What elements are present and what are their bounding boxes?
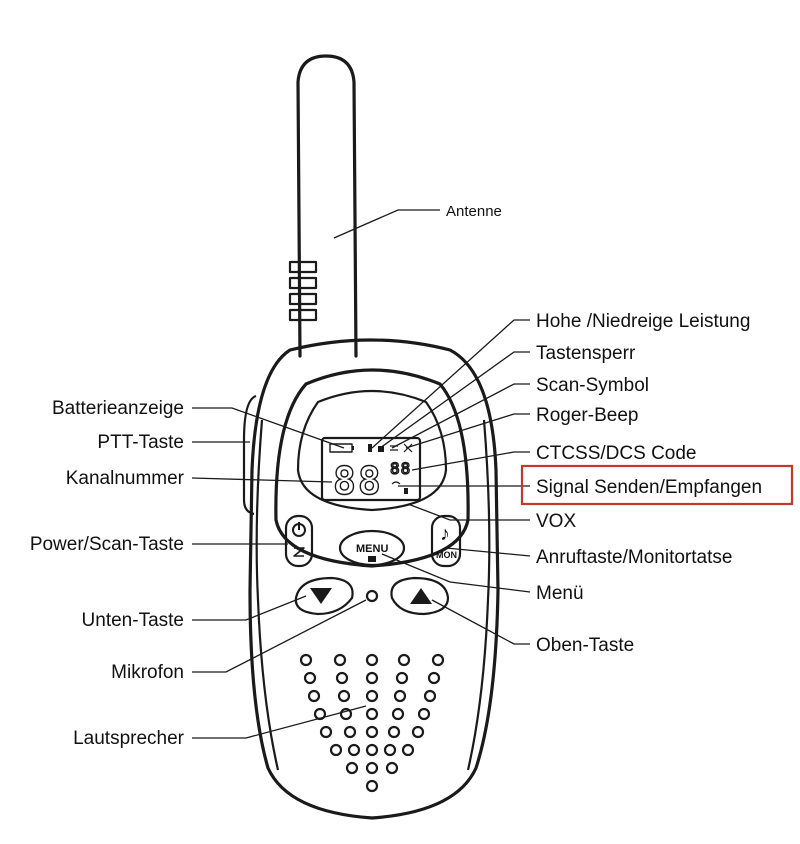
speaker-hole [431,653,445,667]
signal-tx-rx-icon [391,481,401,485]
label-antenne: Antenne [446,203,502,220]
speaker-hole [303,671,317,685]
lcd-ctcss-code: 88 [390,459,411,478]
mon-button-label: MON [436,550,457,560]
speaker-hole [385,761,399,775]
menu-lock-icon [368,556,376,562]
speaker-hole [365,671,379,685]
lock-icon [378,446,384,452]
speaker-hole [365,779,379,793]
speaker-hole [387,725,401,739]
label-vox: VOX [536,511,576,532]
menu-button-label: MENU [356,543,388,555]
speaker-hole [365,689,379,703]
label-hohe-niedreige-leistung: Hohe /Niedreige Leistung [536,311,750,332]
lcd-display: 88 88 [320,436,422,504]
speaker-hole [299,653,313,667]
speaker-hole [343,725,357,739]
speaker-hole [393,689,407,703]
speaker-hole [397,653,411,667]
label-roger-beep: Roger-Beep [536,405,638,426]
speaker-hole [383,743,397,757]
speaker-hole [365,761,379,775]
speaker-holes [299,653,445,793]
speaker-hole [337,689,351,703]
power-level-icon [368,444,372,452]
leader-lines [191,209,531,739]
label-signal-senden-empfangen: Signal Senden/Empfangen [536,477,762,498]
speaker-hole [329,743,343,757]
speaker-hole [365,653,379,667]
highlight-box [520,464,794,506]
label-kanalnummer: Kanalnummer [66,468,185,489]
label-scan-symbol: Scan-Symbol [536,375,649,396]
up-arrow-icon [410,588,432,604]
music-note-icon: ♪ [440,523,450,545]
label-tastensperr: Tastensperr [536,343,636,364]
speaker-hole [313,707,327,721]
label-ptt-taste: PTT-Taste [97,432,184,453]
speaker-hole [365,707,379,721]
speaker-hole [401,743,415,757]
speaker-hole [423,689,437,703]
label-ctcss-dcs-code: CTCSS/DCS Code [536,443,697,464]
down-button[interactable] [294,576,354,616]
down-arrow-icon [310,588,332,604]
speaker-hole [345,761,359,775]
label-unten-taste: Unten-Taste [82,610,184,631]
speaker-hole [391,707,405,721]
speaker-hole [307,689,321,703]
speaker-grille [298,625,445,785]
speaker-hole [365,743,379,757]
label-mikrofon: Mikrofon [111,662,184,683]
speaker-hole [365,725,379,739]
callout-labels: Antenne Hohe /Niedreige Leistung Tastens… [30,203,794,749]
label-lautsprecher: Lautsprecher [73,728,185,749]
speaker-hole [411,725,425,739]
power-scan-button[interactable] [284,514,314,568]
label-batterieanzeige: Batterieanzeige [52,398,184,419]
label-menu: Menü [536,583,584,604]
antenna [288,54,358,358]
battery-icon [329,443,353,453]
lcd-channel-number: 88 [333,459,383,503]
speaker-hole [347,743,361,757]
label-oben-taste: Oben-Taste [536,635,634,656]
microphone-hole [365,589,379,603]
speaker-hole [335,671,349,685]
speaker-hole [333,653,347,667]
call-monitor-button[interactable]: ♪ MON [430,514,462,568]
speaker-hole [417,707,431,721]
menu-button[interactable]: MENU [338,529,406,567]
speaker-hole [395,671,409,685]
up-button[interactable] [390,576,450,616]
label-anruftaste-monitortatse: Anruftaste/Monitortatse [536,547,732,568]
vox-icon [404,488,408,494]
speaker-hole [319,725,333,739]
label-power-scan-taste: Power/Scan-Taste [30,534,184,555]
speaker-hole [427,671,441,685]
